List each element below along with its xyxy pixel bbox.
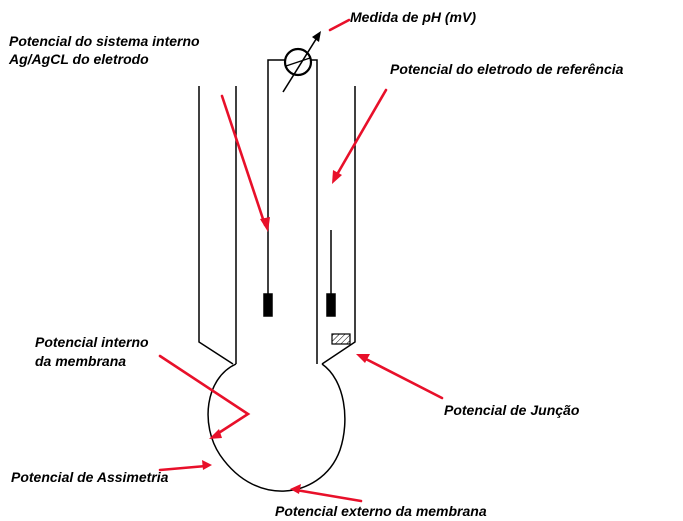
label-sistema-interno-line2: Ag/AgCL do eletrodo <box>8 51 149 67</box>
internal-tube-left <box>267 59 300 230</box>
arrow-eletrodo-referencia <box>333 88 388 180</box>
voltmeter-icon <box>282 31 321 93</box>
arrow-sistema-interno <box>220 94 267 227</box>
outer-wall-right <box>321 86 356 365</box>
arrow-membrana-interno <box>158 354 251 438</box>
label-eletrodo-referencia: Potencial do eletrodo de referência <box>390 61 624 77</box>
junction-frit <box>331 333 351 345</box>
label-assimetria: Potencial de Assimetria <box>11 469 169 485</box>
internal-electrodes <box>263 230 351 345</box>
arrow-externo-membrana <box>294 488 363 503</box>
arrow-assimetria <box>158 464 208 472</box>
outer-wall-left <box>198 86 234 365</box>
label-membrana-interno-line2: da membrana <box>35 353 126 369</box>
internal-ag-agcl-element <box>263 293 273 317</box>
label-sistema-interno-line1: Potencial do sistema interno <box>9 33 200 49</box>
glass-membrane-bulb <box>207 363 346 492</box>
label-externo-membrana: Potencial externo da membrana <box>275 503 487 519</box>
label-juncao: Potencial de Junção <box>444 402 580 418</box>
label-membrana-interno-line1: Potencial interno <box>35 334 149 350</box>
pointer-arrows <box>158 18 444 503</box>
reference-element <box>326 293 336 317</box>
label-medida-ph: Medida de pH (mV) <box>350 9 476 25</box>
arrow-juncao <box>360 355 444 400</box>
arrow-medida-ph <box>328 18 351 32</box>
